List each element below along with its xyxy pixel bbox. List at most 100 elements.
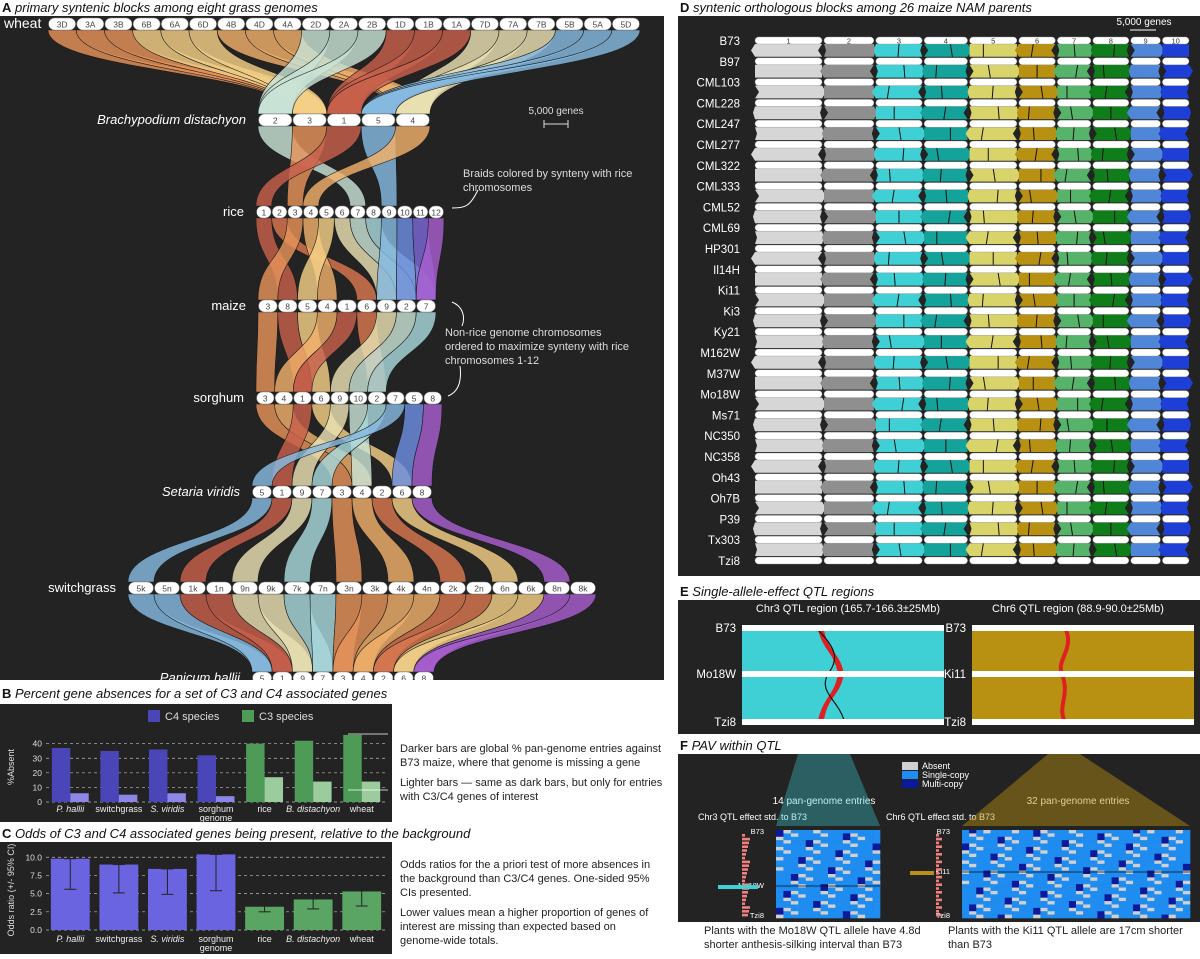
right-pav-cell xyxy=(1068,894,1077,898)
right-pav-cell xyxy=(1061,911,1070,915)
right-pav-cell xyxy=(1175,853,1184,858)
right-pav-cell xyxy=(1090,887,1098,892)
bar-genes-of-interest xyxy=(216,796,235,802)
left-pav-cell xyxy=(857,897,866,902)
left-pav-cell xyxy=(842,870,851,875)
chromosome-box xyxy=(414,17,443,31)
chromosome-bar xyxy=(969,140,1018,149)
left-pav-cell xyxy=(805,880,814,885)
right-pav-cell xyxy=(1083,867,1091,871)
ortholog-block xyxy=(1053,272,1091,286)
right-pav-cell xyxy=(1083,846,1091,851)
right-pav-cell xyxy=(1147,884,1155,888)
left-pav-cell xyxy=(798,857,807,861)
legend-c4-swatch xyxy=(148,710,160,722)
left-pav-cell xyxy=(805,897,814,902)
right-pav-cell xyxy=(1182,890,1191,895)
right-pav-cell xyxy=(997,907,1006,912)
right-pav-cell xyxy=(983,897,991,902)
right-pav-cell xyxy=(962,897,970,902)
right-pav-cell xyxy=(1061,897,1070,902)
ortholog-block xyxy=(969,272,1021,286)
inversion-line xyxy=(1030,459,1034,473)
right-pav-cell xyxy=(990,836,998,841)
right-pav-cell xyxy=(1019,894,1027,898)
left-pav-cell xyxy=(805,901,814,905)
inversion-line xyxy=(1036,397,1040,411)
left-pav-cell xyxy=(865,857,873,861)
right-pav-cell xyxy=(1118,857,1127,861)
right-pav-cell xyxy=(1004,846,1013,851)
chromosome-box xyxy=(258,299,278,313)
right-pav-cell xyxy=(997,901,1006,905)
right-pav-cell xyxy=(1154,907,1162,912)
right-pav-cell xyxy=(1040,880,1048,885)
ortholog-block xyxy=(1130,127,1161,140)
right-pav-cell xyxy=(1083,884,1091,888)
ortholog-block xyxy=(824,460,876,473)
left-pav-cell xyxy=(842,857,851,861)
chromosome-bar xyxy=(875,265,923,274)
chromosome-label: 4 xyxy=(410,116,415,126)
chromosome-bar xyxy=(1057,223,1092,232)
right-pav-cell xyxy=(1068,843,1077,848)
right-pav-cell xyxy=(1061,880,1070,885)
chromosome-box xyxy=(258,581,284,595)
right-pav-cell xyxy=(1083,911,1091,915)
chromosome-bar xyxy=(875,57,923,65)
right-pav-cell xyxy=(1147,830,1155,834)
right-pav-cell xyxy=(1147,894,1155,898)
left-effect-bar xyxy=(742,906,750,909)
right-effect-bar xyxy=(936,902,939,905)
right-pav-cell xyxy=(1133,894,1141,898)
ortholog-block xyxy=(753,106,823,120)
left-effect-bar xyxy=(742,860,750,864)
right-pav-cell xyxy=(1097,863,1105,868)
right-pav-cell xyxy=(962,870,970,875)
chromosome-bar xyxy=(1018,307,1056,315)
chr6-line-bar xyxy=(972,625,1194,631)
right-pav-cell xyxy=(962,857,970,861)
chromosome-label: 7 xyxy=(355,208,360,218)
ortholog-block xyxy=(1057,85,1091,99)
left-pav-cell xyxy=(872,904,881,909)
left-pav-cell xyxy=(850,890,859,895)
ortholog-block xyxy=(1018,293,1060,307)
left-pav-cell xyxy=(813,840,821,844)
left-pav-cell xyxy=(798,907,807,912)
inversion-line xyxy=(887,251,890,265)
left-pav-cell xyxy=(776,846,784,851)
left-pav-cell xyxy=(828,846,836,851)
y-axis-label: Odds ratio (+/- 95% CI) xyxy=(6,844,16,937)
right-pav-cell xyxy=(1004,884,1013,888)
ortholog-block xyxy=(1018,168,1056,182)
left-pav-cell xyxy=(828,870,836,875)
right-pav-cell xyxy=(1104,890,1112,895)
inversion-line xyxy=(991,85,994,99)
chromosome-label: 6 xyxy=(319,394,324,404)
right-pav-cell xyxy=(1026,830,1034,834)
bar-genes-of-interest xyxy=(118,794,138,802)
right-pav-cell xyxy=(1011,853,1020,858)
right-pav-cell xyxy=(1125,907,1134,912)
right-pav-cell xyxy=(1026,857,1034,861)
y-axis-label: %Absent xyxy=(6,748,16,785)
right-pav-cell xyxy=(1097,901,1105,905)
right-effect-bar xyxy=(936,853,942,856)
left-pav-cell xyxy=(835,833,844,838)
chromosome-number: 10 xyxy=(1172,36,1180,45)
chromosome-bar xyxy=(754,78,823,86)
ortholog-block xyxy=(1130,85,1163,99)
left-pav-cell xyxy=(828,897,836,902)
right-pav-cell xyxy=(1004,870,1013,875)
legend-swatch xyxy=(902,762,918,770)
chromosome-number: 2 xyxy=(847,36,851,45)
genome-label: wheat xyxy=(3,16,41,31)
right-pav-cell xyxy=(1168,830,1177,834)
right-pav-cell xyxy=(1076,863,1084,868)
left-pav-cell xyxy=(865,853,873,858)
inversion-line xyxy=(1073,210,1077,224)
right-pav-cell xyxy=(1068,880,1077,885)
chromosome-label: 5 xyxy=(412,394,417,404)
left-pav-cell xyxy=(813,877,821,882)
